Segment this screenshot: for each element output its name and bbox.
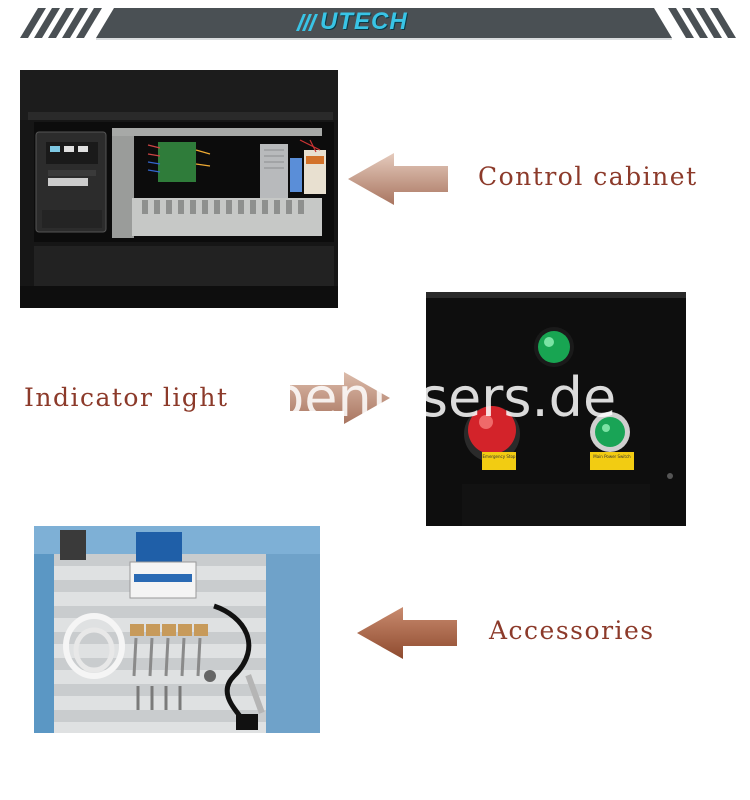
main-power-switch-plate: Main Power Switch bbox=[593, 454, 631, 459]
control-cabinet-label: Control cabinet bbox=[478, 162, 698, 191]
arrow-left-icon bbox=[348, 153, 448, 205]
arrow-left-icon bbox=[357, 607, 457, 659]
watermark-text: benlasers.de bbox=[270, 366, 617, 429]
indicator-light-label: Indicator light bbox=[24, 383, 229, 412]
accessories-photo bbox=[34, 526, 320, 733]
header-banner bbox=[20, 8, 736, 40]
emergency-stop-plate: Emergency Stop bbox=[482, 454, 516, 459]
control-cabinet-photo bbox=[20, 70, 338, 308]
accessories-label: Accessories bbox=[489, 616, 655, 645]
indicator-panel-photo: Emergency Stop Main Power Switch bbox=[426, 292, 686, 526]
arrow-right-icon bbox=[290, 372, 390, 424]
brand-logo: UTECH bbox=[320, 8, 408, 35]
